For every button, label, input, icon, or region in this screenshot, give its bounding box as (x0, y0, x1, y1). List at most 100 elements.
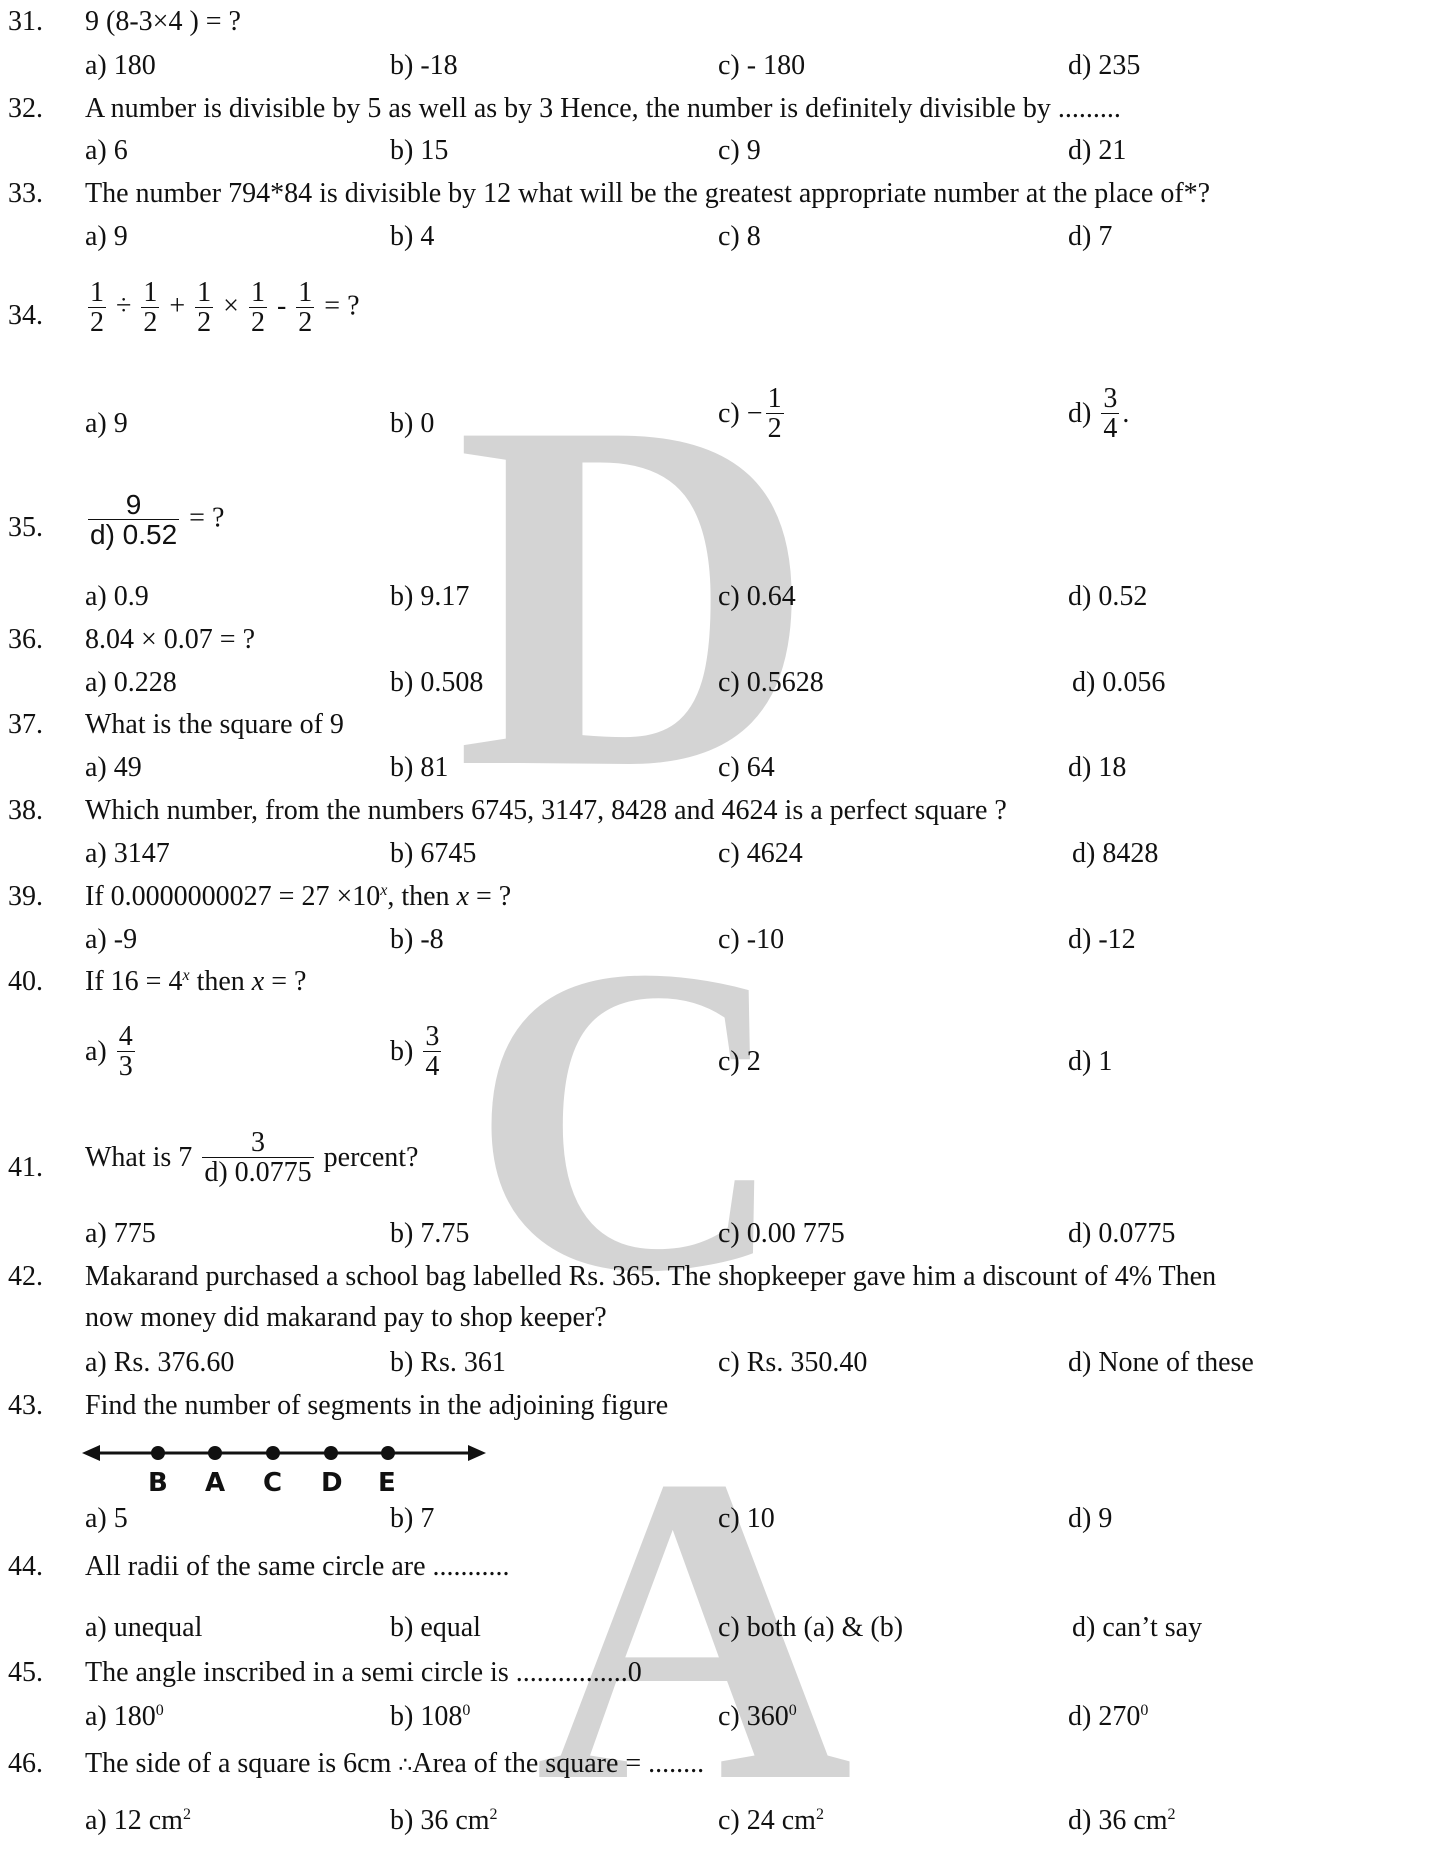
point-label-b: B (148, 1468, 168, 1498)
option-b[interactable]: b) equal (390, 1612, 481, 1643)
question-text: The side of a square is 6cm ∴Area of the… (85, 1748, 705, 1779)
option-d[interactable]: d) 8428 (1072, 838, 1159, 869)
option-d[interactable]: d) 21 (1068, 135, 1127, 166)
option-b[interactable]: b) 4 (390, 221, 435, 252)
point-b (151, 1446, 165, 1460)
option-a[interactable]: a) 5 (85, 1503, 128, 1534)
option-a[interactable]: a) 1800 (85, 1701, 164, 1732)
option-d[interactable]: d) 0.0775 (1068, 1218, 1176, 1249)
watermark-letter-c: C (470, 876, 788, 1363)
option-c[interactable]: c) 9 (718, 135, 761, 166)
question-number: 45. (8, 1657, 43, 1688)
point-a (208, 1446, 222, 1460)
option-c[interactable]: c) 0.5628 (718, 667, 824, 698)
option-c[interactable]: c) - 180 (718, 50, 806, 81)
option-b[interactable]: b) 0 (390, 408, 435, 439)
point-label-d: D (321, 1468, 343, 1498)
option-c[interactable]: c) 8 (718, 221, 761, 252)
question-number: 39. (8, 881, 43, 912)
option-a[interactable]: a) 9 (85, 408, 128, 439)
option-a[interactable]: a) 180 (85, 50, 156, 81)
question-text: The angle inscribed in a semi circle is … (85, 1657, 642, 1688)
option-d[interactable]: d) 7 (1068, 221, 1113, 252)
point-e (381, 1446, 395, 1460)
option-a[interactable]: a) 9 (85, 221, 128, 252)
question-number: 31. (8, 6, 43, 37)
option-b[interactable]: b) Rs. 361 (390, 1347, 506, 1378)
question-number: 33. (8, 178, 43, 209)
option-d[interactable]: d) 0.056 (1072, 667, 1166, 698)
option-c[interactable]: c) -10 (718, 924, 785, 955)
point-d (324, 1446, 338, 1460)
option-a[interactable]: a) 49 (85, 752, 142, 783)
option-c[interactable]: c) 10 (718, 1503, 775, 1534)
option-d[interactable]: d) 1 (1068, 1046, 1113, 1077)
question-number: 43. (8, 1390, 43, 1421)
option-d[interactable]: d) 9 (1068, 1503, 1113, 1534)
option-d[interactable]: d) 235 (1068, 50, 1141, 81)
option-a[interactable]: a) 0.9 (85, 581, 149, 612)
option-b[interactable]: b) 1080 (390, 1701, 471, 1732)
watermark-letter-d: D (455, 318, 817, 872)
point-label-c: C (263, 1468, 283, 1498)
option-c[interactable]: c) 3600 (718, 1701, 797, 1732)
option-d[interactable]: d) None of these (1068, 1347, 1254, 1378)
option-d[interactable]: d) -12 (1068, 924, 1136, 955)
option-a[interactable]: a) 0.228 (85, 667, 177, 698)
option-c[interactable]: c) 64 (718, 752, 775, 783)
therefore-symbol: ∴ (398, 1753, 413, 1778)
point-label-a: A (205, 1468, 226, 1498)
question-number: 40. (8, 966, 43, 997)
option-b[interactable]: b) -18 (390, 50, 458, 81)
option-d[interactable]: d) 0.52 (1068, 581, 1148, 612)
question-text: The number 794*84 is divisible by 12 wha… (85, 178, 1211, 209)
option-b[interactable]: b) 0.508 (390, 667, 484, 698)
question-text: 9 (8-3×4 ) = ? (85, 6, 241, 37)
option-a[interactable]: a) Rs. 376.60 (85, 1347, 235, 1378)
option-b[interactable]: b) 7 (390, 1503, 435, 1534)
option-a[interactable]: a) unequal (85, 1612, 203, 1643)
option-c[interactable]: c) both (a) & (b) (718, 1612, 904, 1643)
option-b[interactable]: b) 15 (390, 135, 449, 166)
number-line-svg (82, 1445, 486, 1461)
option-d[interactable]: d) 2700 (1068, 1701, 1149, 1732)
option-c[interactable]: c) 0.00 775 (718, 1218, 845, 1249)
question-text: Which number, from the numbers 6745, 314… (85, 795, 1007, 826)
option-c[interactable]: c) 24 cm2 (718, 1805, 824, 1836)
option-d[interactable]: d) 18 (1068, 752, 1127, 783)
question-text: A number is divisible by 5 as well as by… (85, 93, 1121, 124)
option-b[interactable]: b) 36 cm2 (390, 1805, 498, 1836)
option-c[interactable]: c) Rs. 350.40 (718, 1347, 868, 1378)
option-c[interactable]: c) 2 (718, 1046, 761, 1077)
question-number: 46. (8, 1748, 43, 1779)
question-text: Find the number of segments in the adjoi… (85, 1390, 669, 1421)
option-a[interactable]: a) 775 (85, 1218, 156, 1249)
option-b[interactable]: b) -8 (390, 924, 444, 955)
option-b[interactable]: b) 9.17 (390, 581, 470, 612)
option-d[interactable]: d) can’t say (1072, 1612, 1203, 1643)
option-a[interactable]: a) 3147 (85, 838, 170, 869)
option-a[interactable]: a) -9 (85, 924, 138, 955)
option-c[interactable]: c) 4624 (718, 838, 803, 869)
option-b[interactable]: b) 7.75 (390, 1218, 470, 1249)
option-b[interactable]: b) 81 (390, 752, 449, 783)
option-a[interactable]: a) 6 (85, 135, 128, 166)
option-a[interactable]: a) 12 cm2 (85, 1805, 191, 1836)
question-text: If 16 = 4x then x = ? (85, 966, 307, 997)
option-b[interactable]: b) 6745 (390, 838, 477, 869)
point-c (266, 1446, 280, 1460)
option-d[interactable]: d) 36 cm2 (1068, 1805, 1176, 1836)
option-c[interactable]: c) 0.64 (718, 581, 796, 612)
question-text: 8.04 × 0.07 = ? (85, 624, 256, 655)
